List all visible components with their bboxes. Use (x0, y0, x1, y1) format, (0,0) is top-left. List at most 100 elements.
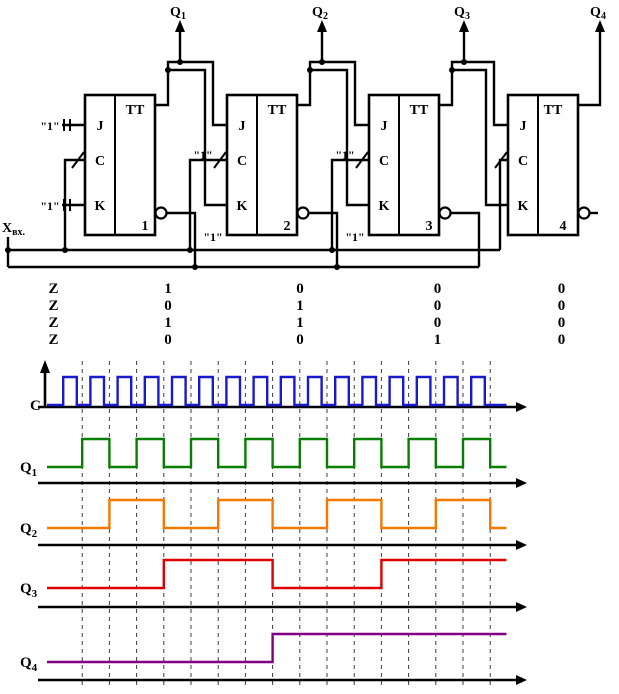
state-cell: 0 (164, 298, 172, 314)
const-one-label: "1" (40, 119, 59, 133)
signal-label-Q4: Q4 (20, 655, 38, 674)
c-input-label: C (95, 154, 105, 169)
const-ticks (63, 119, 71, 211)
state-cell: 1 (164, 281, 172, 297)
j-input-label: J (97, 119, 104, 134)
const-one-label: "1" (193, 148, 212, 162)
wire-q2-to-j3 (297, 60, 369, 127)
state-cell: 0 (433, 281, 442, 297)
circuit-diagram: Q1 Q2 Q3 Q4 Xвх. J C K TT 1 J C K TT 2 (2, 5, 606, 270)
trigger-type-label: TT (410, 103, 429, 118)
wire-q2-to-k3 (310, 68, 369, 207)
q3-label: Q3 (454, 5, 470, 22)
qbar3-drop (450, 211, 481, 267)
state-cell: 0 (296, 281, 304, 297)
ff-number: 1 (142, 219, 149, 234)
row-label: Z (48, 298, 59, 314)
state-cell: 0 (557, 281, 566, 297)
wire-q1-to-k2 (168, 68, 227, 207)
q4-label: Q4 (590, 5, 606, 22)
arrowhead-icon (459, 20, 469, 32)
y-axis-arrowhead-icon (40, 360, 50, 373)
waveform-Q3 (47, 558, 507, 590)
state-row: Z 0 1 0 0 (0, 298, 619, 315)
state-cell: 0 (433, 315, 442, 331)
k-input-label: K (518, 199, 529, 214)
state-cell: 0 (164, 332, 172, 348)
arrowhead-icon (595, 20, 605, 32)
state-cell: 0 (433, 298, 442, 314)
waveform-Q2 (47, 498, 507, 530)
time-axis-arrowhead-icon (516, 540, 527, 550)
signal-label-Q1: Q1 (20, 460, 37, 479)
flipflop-4: J C K TT 4 (506, 93, 591, 237)
q1-output-arrow (175, 20, 185, 62)
inverted-output-circle (296, 206, 310, 220)
state-cell: 0 (557, 315, 566, 331)
signal-label-Q2: Q2 (20, 521, 38, 540)
row-label: Z (48, 315, 59, 331)
trigger-type-label: TT (268, 103, 287, 118)
arrowhead-icon (175, 20, 185, 32)
waveform-C (47, 375, 507, 407)
k-input-label: K (95, 199, 106, 214)
wire-q3-to-j4 (439, 60, 508, 127)
flipflop-3: J C K TT 3 (367, 93, 452, 237)
const-one-label: "1" (203, 230, 222, 244)
wiring (6, 30, 602, 269)
state-cell: 0 (557, 332, 566, 348)
inverted-output-circle (577, 206, 591, 220)
time-axis-arrowhead-icon (516, 675, 527, 685)
waveform-Q4 (47, 632, 507, 664)
wire-q3-to-k4 (452, 68, 508, 207)
row-label: Z (48, 332, 59, 348)
time-axis-arrowhead-icon (516, 602, 527, 612)
state-cell: 1 (433, 332, 442, 348)
c-input-label: C (237, 154, 247, 169)
state-table: Z 1 0 0 0 Z 0 1 0 0 Z 1 1 0 0 Z 0 0 1 0 (0, 279, 619, 349)
time-axis-arrowhead-icon (516, 402, 527, 412)
c-input-label: C (518, 154, 528, 169)
k-input-label: K (237, 199, 248, 214)
wire-q1-to-j2 (155, 60, 227, 127)
trigger-type-label: TT (126, 103, 145, 118)
const-one-label: "1" (335, 148, 354, 162)
state-row: Z 0 0 1 0 (0, 332, 619, 349)
q3-output-arrow (459, 20, 469, 62)
j-input-label: J (520, 119, 527, 134)
j-input-label: J (381, 119, 388, 134)
clock-edge-slash-3 (355, 151, 369, 169)
state-cell: 1 (296, 298, 304, 314)
trigger-type-label: TT (544, 103, 563, 118)
input-signal-label: Xвх. (2, 221, 26, 238)
const-one-label: "1" (345, 230, 364, 244)
clock-edge-slash-2 (213, 151, 227, 169)
inverted-output-circle (438, 206, 452, 220)
state-cell: 1 (164, 315, 172, 331)
clock-riser-2 (188, 158, 227, 250)
waveform-Q1 (47, 437, 507, 469)
flipflop-2: J C K TT 2 (225, 93, 310, 237)
state-cell: 1 (296, 315, 304, 331)
signal-label-Q3: Q3 (20, 581, 38, 600)
state-cell: 0 (296, 332, 304, 348)
state-row: Z 1 1 0 0 (0, 315, 619, 332)
q1-label: Q1 (170, 5, 186, 22)
qbar1-drop (166, 211, 197, 267)
wire-q4-riser (578, 30, 602, 107)
flipflop-1: J C K TT 1 (83, 93, 168, 237)
signal-label-C: C (30, 398, 41, 414)
row-label: Z (48, 281, 59, 297)
ff-number: 4 (560, 219, 567, 234)
time-axis-arrowhead-icon (516, 478, 527, 488)
const-one-label: "1" (40, 199, 59, 213)
q2-output-arrow (317, 20, 327, 62)
ff-number: 2 (284, 219, 291, 234)
clock-riser-3 (330, 158, 369, 250)
clock-edge-slash-1 (71, 151, 85, 169)
state-row: Z 1 0 0 0 (0, 281, 619, 298)
k-input-label: K (379, 199, 390, 214)
j-input-label: J (239, 119, 246, 134)
